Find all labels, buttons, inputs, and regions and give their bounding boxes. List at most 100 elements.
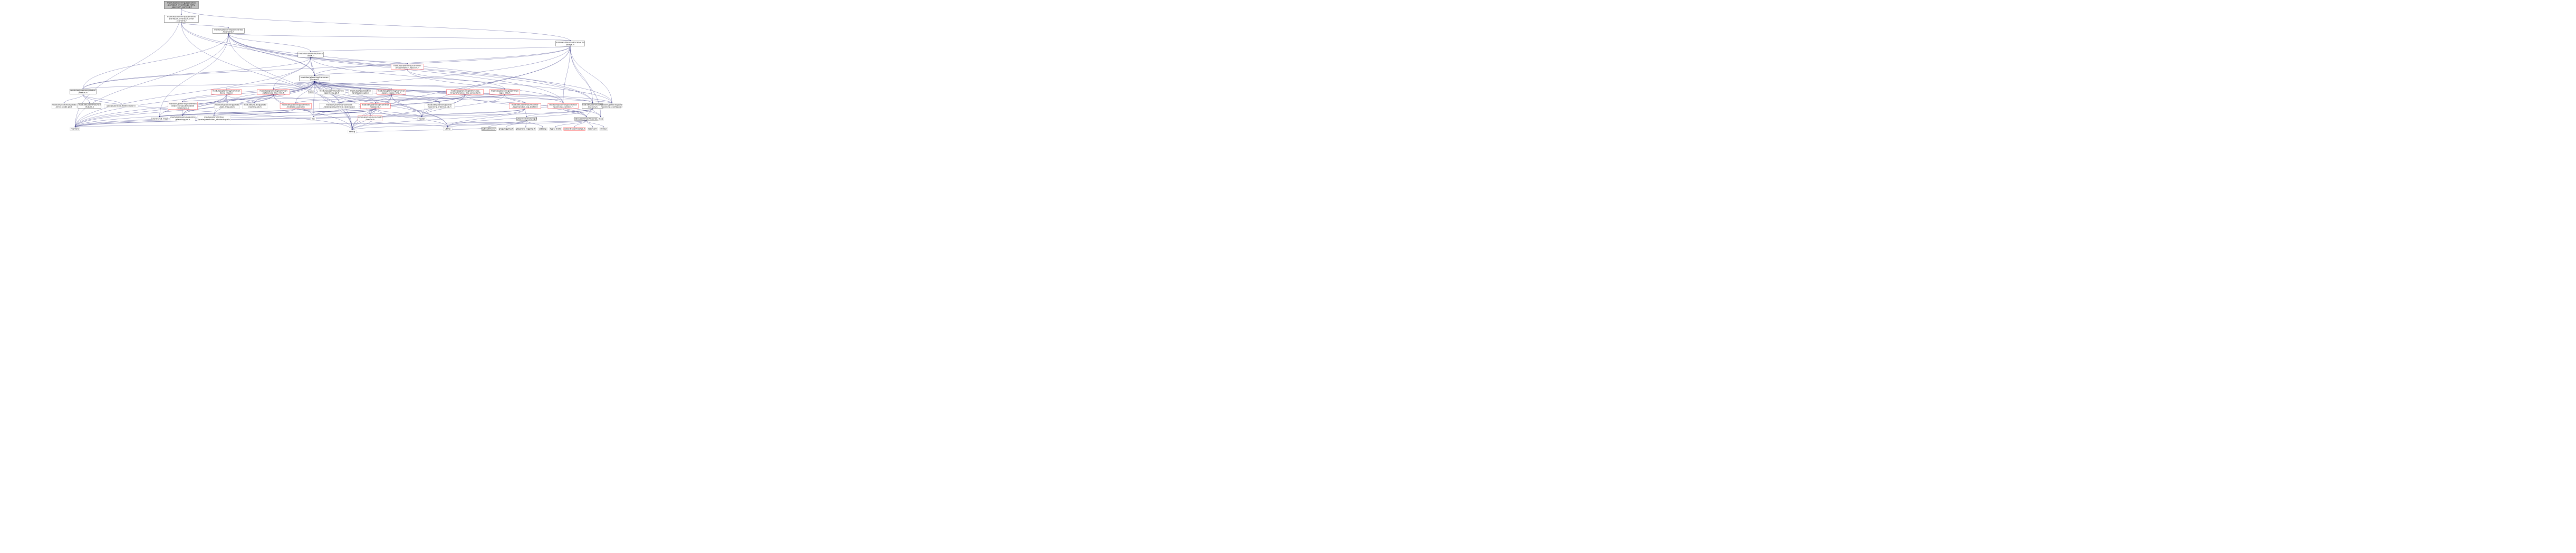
node-label-line: modules/common/util (582, 103, 604, 106)
node-label-line: modules/planning/common (362, 103, 390, 106)
node-label-line: /task.h (307, 54, 314, 57)
node-label-line: /obstacle.h (370, 105, 381, 108)
edge-factory-to-cyber_log (526, 108, 593, 118)
node-label-line: glog/logging.h (499, 128, 514, 130)
node-label-line: /stage.h (566, 43, 574, 46)
edge-task-to-memory (74, 57, 311, 128)
node-label-line: cyber/common/log.h (516, 117, 537, 120)
node-label-line: /future.h (85, 105, 94, 108)
node-status[interactable]: modules/common/status/status.h (70, 89, 97, 94)
edge-obstacle-to-vec2d (369, 108, 376, 117)
node-vector: vector (417, 117, 427, 121)
node-descriptor: google/protobuf/descriptor.h (104, 104, 139, 108)
edge-open_space_info-to-string (351, 94, 392, 131)
edge-reference_line_provider-to-memory (74, 94, 465, 128)
node-label-line: modules/common/monitor (512, 103, 539, 106)
node-box (70, 127, 80, 131)
node-label-line: list (312, 117, 315, 120)
node-label-line: /reference_line_info.h (263, 92, 285, 94)
node-reference_line_provider[interactable]: modules/planning/reference_line/referenc… (446, 89, 484, 95)
node-box (443, 127, 453, 131)
node-error_code_pb: modules/common/proto/error_code.pb.h (51, 103, 77, 109)
node-box (588, 127, 598, 131)
node-pull_over_scenario[interactable]: modules/planning/scenarios/park/pull_ove… (164, 15, 199, 23)
node-box (51, 103, 77, 109)
edge-ego_info-to-vector (421, 94, 505, 118)
edge-stage-to-planning_context (562, 46, 571, 104)
node-cyber_macros[interactable]: cyber/common/macros.h (574, 117, 600, 121)
node-box (78, 103, 102, 109)
node-label-line: /geometry.pb.h (324, 92, 340, 94)
node-label-line: /indexed_queue.h (287, 105, 305, 108)
node-box (308, 90, 314, 94)
edge-indexed_queue-to-unordered_map (159, 108, 296, 118)
node-box (547, 103, 579, 109)
node-dependency_injector[interactable]: modules/planning/common/dependency_injec… (391, 64, 424, 70)
node-iostream: iostream (588, 127, 598, 131)
node-ego_info[interactable]: modules/planning/common/ego_info.h (489, 89, 520, 95)
edge-obstacle-to-utility (375, 108, 448, 128)
edge-status-to-future (83, 94, 90, 104)
node-label-line: modules/planning/scenarios (556, 41, 584, 44)
node-label-line: type_traits (550, 128, 561, 130)
node-box (348, 89, 373, 95)
edge-frame-to-reference_line_provider (314, 81, 466, 90)
edge-monitor_log_buffer-to-cyber_log (525, 108, 527, 118)
edge-indexed_queue-to-vector (295, 108, 422, 118)
node-box (555, 41, 585, 46)
edge-cyber_macros-to-mutex (586, 120, 604, 128)
edge-task-to-dependency_injector (310, 57, 408, 64)
edge-reference_line_provider-to-vehicle_state_pb (339, 94, 465, 104)
node-stage[interactable]: modules/planning/scenarios/stage.h (555, 41, 585, 46)
node-routing_pb: modules/routing/proto/routing.pb.h (242, 103, 268, 109)
node-label-line: modules/planning/common (259, 89, 287, 92)
node-reference_line_info[interactable]: modules/planning/common/reference_line_i… (257, 89, 290, 95)
edge-ego_info-to-cyber_macros (504, 94, 587, 118)
node-scenario[interactable]: modules/planning/scenarios/scenario.h (212, 28, 245, 34)
edge-factory-to-cyber_macros (585, 108, 593, 118)
edge-frame-to-ego_info (314, 81, 505, 90)
node-label-line: modules/common/status (70, 89, 95, 92)
edge-frame-to-list (313, 81, 315, 118)
edge-frame-to-reference_line_info (273, 81, 315, 90)
node-vec2d[interactable]: modules/common/math/vec2d.h (358, 115, 382, 121)
node-planning_internal_pb: modules/planning/proto/planning_internal… (425, 103, 455, 109)
node-open_space_info[interactable]: modules/planning/common/open_space_info.… (377, 89, 406, 95)
node-cyber_log[interactable]: cyber/common/log.h (516, 117, 537, 121)
node-label-line: /park/pull_over/stage_retry (168, 4, 196, 6)
node-indexed_queue[interactable]: modules/planning/common/indexed_queue.h (280, 103, 312, 109)
node-planning_context[interactable]: modules/planning/common/planning_context… (547, 103, 579, 109)
node-box (377, 89, 406, 95)
node-label-line: modules/common/vehicle (326, 103, 352, 106)
node-box (151, 117, 168, 121)
node-obstacle[interactable]: modules/planning/common/obstacle.h (360, 103, 391, 109)
edge-factory-to-memory (74, 108, 593, 128)
node-monitor_log_buffer[interactable]: modules/common/monitor_log/monitor_log_b… (509, 103, 541, 109)
node-box (319, 103, 359, 109)
node-task[interactable]: modules/planning/tasks/task.h (297, 52, 324, 57)
node-label-line: /proto/prediction_obstacle.pb.h (198, 118, 230, 121)
edge-obstacle-to-unordered_map (159, 108, 376, 118)
node-box (310, 117, 316, 121)
edge-stage-to-status (82, 46, 571, 90)
edge-ego_info-to-obstacle (375, 94, 505, 104)
node-string: string (348, 130, 357, 133)
node-label-line: /trajectory/publishable (171, 104, 195, 107)
edge-reference_line_provider-to-planning_config_pb (465, 94, 612, 104)
node-base_macros[interactable]: cyber/base/macros.h (563, 127, 585, 131)
node-future[interactable]: modules/common/util/future.h (78, 103, 102, 109)
node-label-line: cstdarg (539, 128, 547, 130)
node-frame[interactable]: modules/planning/common/frame.h (299, 75, 330, 81)
node-box (214, 103, 240, 109)
edge-task-to-planning_config_pb (310, 57, 612, 104)
node-cyber_binary[interactable]: cyber/binary.h (482, 127, 496, 131)
node-root[interactable]: modules/planning/scenarios/park/pull_ove… (164, 1, 199, 9)
node-publishable_trajectory[interactable]: modules/planning/common/trajectory/publi… (168, 102, 198, 110)
node-label-line: string (349, 130, 355, 133)
edge-frame-to-open_space_info (314, 81, 392, 90)
node-label-line: modules/planning/common (393, 64, 421, 67)
node-local_view[interactable]: modules/planning/common/local_view.h (211, 89, 242, 95)
edge-open_space_info-to-planning_internal_pb (391, 94, 440, 104)
node-label-line: /planning_internal.pb.h (428, 105, 451, 108)
node-box (563, 127, 585, 131)
